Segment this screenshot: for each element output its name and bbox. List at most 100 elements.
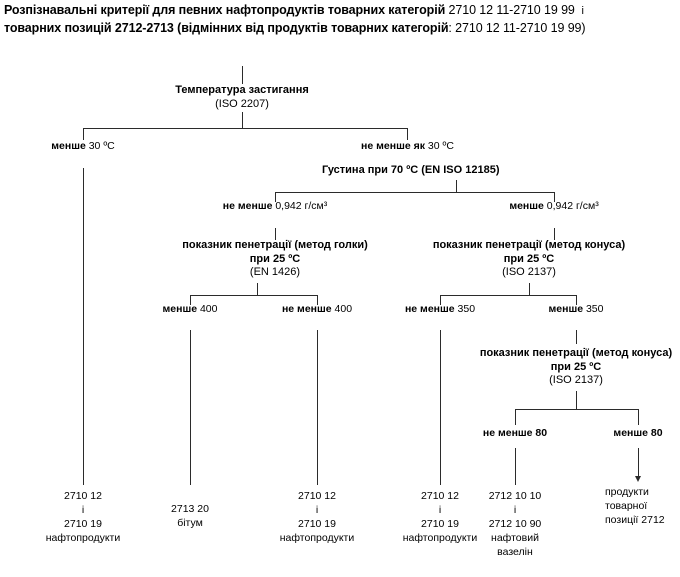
label-density-not-less-value: 0,942 г/см³ (275, 200, 328, 212)
label-pour-less: менше 30 ºC (33, 140, 133, 153)
node-density: Густина при 70 ºC (EN ISO 12185) (322, 164, 592, 178)
connector-cone2-left (515, 409, 516, 425)
connector-cone1-in (554, 228, 555, 240)
title-line-1: Розпізнавальні критерії для певних нафто… (4, 3, 584, 17)
leaf-node-2-name: бітум (177, 517, 203, 529)
connector-root-stem (242, 112, 243, 128)
connector-leaf5-trunk (515, 448, 516, 485)
connector-needle-stem (257, 283, 258, 295)
connector-density-left (275, 192, 276, 202)
node-density-title: Густина при 70 ºC (EN ISO 12185) (322, 164, 500, 176)
connector-cone1-bar (440, 295, 577, 296)
connector-root-bar (83, 128, 408, 129)
leaf-node-4-conj: і (438, 504, 442, 516)
label-pour-not-less-value: 30 ºC (427, 140, 454, 152)
label-density-less-value: 0,942 г/см³ (546, 200, 599, 212)
leaf-node-6: продукти товарної позиції 2712 (605, 485, 680, 527)
label-needle-less-400-value: 400 (199, 303, 218, 315)
label-pour-not-less-text: не менше як (361, 140, 425, 152)
label-pour-not-less: не менше як 30 ºC (345, 140, 470, 153)
leaf-node-3-code1: 2710 12 (298, 490, 336, 502)
connector-density-right (554, 192, 555, 202)
connector-cone2-bar (515, 409, 639, 410)
label-density-not-less-text: не менше (222, 200, 273, 212)
diagram-title: Розпізнавальні критерії для певних нафто… (4, 2, 680, 37)
connector-cone2-stem (576, 391, 577, 409)
connector-leaf6-trunk (638, 448, 639, 476)
node-pour-point-title: Температура застигання (175, 84, 309, 96)
leaf-node-1: 2710 12 і 2710 19 нафтопродукти (23, 489, 143, 545)
label-cone2-less-80-text: менше 80 (613, 427, 663, 439)
node-penetration-needle-standard: (EN 1426) (249, 266, 301, 278)
node-penetration-cone-2: показник пенетрації (метод конуса) при 2… (451, 347, 680, 388)
leaf-node-5-code1: 2712 10 10 (488, 490, 542, 502)
label-needle-not-less-400-text: не менше (281, 303, 332, 315)
label-cone-not-less-350: не менше 350 (390, 303, 490, 316)
connector-leaf1-trunk (83, 168, 84, 485)
node-pour-point-standard: (ISO 2207) (215, 97, 269, 110)
label-cone-not-less-350-text: не менше (404, 303, 455, 315)
connector-root-top (242, 66, 243, 84)
title-line-2-text: товарних позицій 2712-2713 (відмінних ві… (4, 21, 449, 35)
connector-root-right (407, 128, 408, 140)
node-penetration-needle-title: показник пенетрації (метод голки) (182, 239, 368, 251)
node-penetration-cone-1-standard: (ISO 2137) (502, 266, 556, 278)
leaf-node-6-line2: товарної (605, 500, 648, 512)
label-pour-less-text: менше (51, 140, 86, 152)
node-penetration-cone-1: показник пенетрації (метод конуса) при 2… (404, 239, 654, 280)
label-density-less-text: менше (509, 200, 544, 212)
leaf-node-6-line3: позиції 2712 (605, 514, 665, 526)
label-cone-not-less-350-value: 350 (457, 303, 476, 315)
label-cone2-less-80: менше 80 (590, 427, 680, 440)
leaf-node-1-code2: 2710 19 (64, 518, 102, 530)
title-line-1-codes: 2710 12 11-2710 19 99 (448, 3, 575, 17)
label-cone-less-350: менше 350 (526, 303, 626, 316)
connector-leaf4-trunk (440, 330, 441, 485)
leaf-node-1-code1: 2710 12 (64, 490, 102, 502)
label-cone-less-350-value: 350 (585, 303, 604, 315)
node-penetration-cone-1-temperature: при 25 ºC (503, 252, 555, 265)
connector-cone2-right (638, 409, 639, 425)
leaf-node-4-code1: 2710 12 (421, 490, 459, 502)
label-needle-less-400: менше 400 (140, 303, 240, 316)
connector-root-left (83, 128, 84, 140)
arrow-leaf6 (634, 476, 641, 482)
connector-needle-right (317, 295, 318, 305)
label-density-not-less: не менше 0,942 г/см³ (215, 200, 335, 213)
label-needle-less-400-text: менше (162, 303, 198, 315)
label-needle-not-less-400-value: 400 (334, 303, 353, 315)
leaf-node-4-name: нафтопродукти (402, 532, 478, 544)
title-line-1-conj: і (581, 5, 584, 17)
node-penetration-cone-1-title: показник пенетрації (метод конуса) (432, 239, 626, 251)
leaf-node-5-code2: 2712 10 90 (488, 518, 542, 530)
leaf-node-3-name: нафтопродукти (279, 532, 355, 544)
leaf-node-3-conj: і (315, 504, 319, 516)
leaf-node-3-code2: 2710 19 (298, 518, 336, 530)
connector-leaf2-trunk (190, 330, 191, 485)
connector-needle-bar (190, 295, 318, 296)
leaf-node-5-name1: нафтовий (491, 532, 539, 544)
leaf-node-2-code1: 2713 20 (171, 503, 209, 515)
connector-leaf3-trunk (317, 330, 318, 485)
title-line-2-codes: : 2710 12 11-2710 19 99) (448, 21, 586, 35)
node-penetration-cone-2-temperature: при 25 ºC (550, 360, 602, 373)
leaf-node-5: 2712 10 10 і 2712 10 90 нафтовий вазелін (455, 489, 575, 559)
connector-needle-in (275, 228, 276, 240)
connector-cone2-in (576, 330, 577, 344)
node-pour-point: Температура застигання (ISO 2207) (142, 84, 342, 111)
label-cone-less-350-text: менше (548, 303, 584, 315)
node-penetration-needle-temperature: при 25 ºC (249, 252, 301, 265)
label-cone2-not-less-80: не менше 80 (465, 427, 565, 440)
leaf-node-1-conj: і (81, 504, 85, 516)
label-density-less: менше 0,942 г/см³ (494, 200, 614, 213)
connector-needle-left (190, 295, 191, 305)
leaf-node-5-conj: і (513, 504, 517, 516)
label-needle-not-less-400: не менше 400 (267, 303, 367, 316)
connector-cone1-stem (529, 283, 530, 295)
leaf-node-4-code2: 2710 19 (421, 518, 459, 530)
label-pour-less-value: 30 ºC (88, 140, 115, 152)
node-penetration-cone-2-standard: (ISO 2137) (549, 374, 603, 386)
leaf-node-3: 2710 12 і 2710 19 нафтопродукти (257, 489, 377, 545)
node-penetration-cone-2-title: показник пенетрації (метод конуса) (479, 347, 673, 359)
